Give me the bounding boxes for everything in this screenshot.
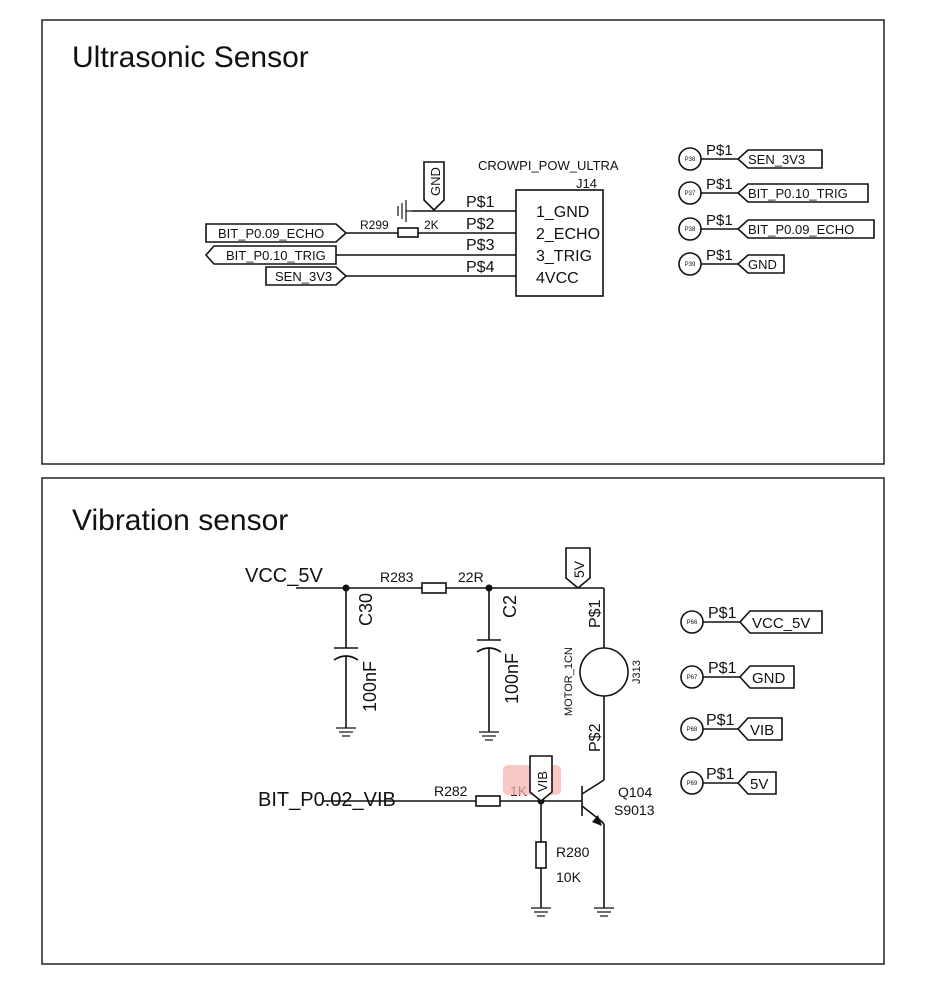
vibration-frame (41, 477, 885, 965)
resistor-r280 (535, 841, 547, 869)
svg-text:BIT_P0.10_TRIG: BIT_P0.10_TRIG (748, 186, 848, 201)
resistor-r282 (475, 795, 501, 807)
svg-text:BIT_P0.09_ECHO: BIT_P0.09_ECHO (748, 222, 854, 237)
pin-label-p4: P$4 (466, 259, 495, 276)
svg-text:VIB: VIB (750, 722, 774, 739)
connector-j14-body (515, 189, 604, 297)
svg-text:P$1: P$1 (706, 176, 733, 193)
svg-text:P$1: P$1 (706, 766, 735, 783)
test-pad-p38: P38 P$1 BIT_P0.09_ECHO (678, 212, 875, 241)
r280-ref: R280 (556, 844, 590, 860)
svg-text:P$1: P$1 (706, 212, 733, 229)
c30-value: 100nF (360, 661, 380, 712)
ultrasonic-title: Ultrasonic Sensor (72, 41, 309, 74)
connector-pin-2: 2_ECHO (536, 226, 600, 243)
test-pad-p68: P68 P$1 VIB (680, 712, 783, 741)
q104-ref: Q104 (618, 784, 652, 800)
svg-text:SEN_3V3: SEN_3V3 (748, 152, 805, 167)
transistor-q104 (581, 779, 614, 917)
ultrasonic-frame (41, 19, 885, 465)
svg-text:P$1: P$1 (706, 712, 735, 729)
svg-text:P39: P39 (685, 262, 696, 268)
test-pad-p67: P67 P$1 GND (680, 660, 795, 689)
r283-ref: R283 (380, 569, 414, 585)
gnd-tag-label: GND (428, 167, 443, 196)
test-pad-p66: P66 P$1 VCC_5V (680, 605, 823, 634)
svg-text:BIT_P0.10_TRIG: BIT_P0.10_TRIG (226, 248, 326, 263)
c2-value: 100nF (502, 653, 522, 704)
svg-text:P$1: P$1 (708, 660, 737, 677)
motor-j313 (579, 647, 629, 697)
svg-text:P66: P66 (687, 620, 698, 626)
c2-ref: C2 (500, 595, 520, 618)
svg-text:VCC_5V: VCC_5V (752, 615, 810, 632)
connector-pin-4: 4VCC (536, 270, 579, 287)
svg-text:GND: GND (748, 257, 777, 272)
motor-ref-label: J313 (631, 660, 643, 684)
connector-ref-label: J14 (576, 176, 597, 191)
pin-label-p2: P$2 (466, 216, 495, 233)
input-net-label: BIT_P0.02_VIB (258, 789, 396, 811)
r282-ref: R282 (434, 783, 468, 799)
svg-text:P67: P67 (687, 675, 698, 681)
net-tag-gnd-u: GND (423, 161, 445, 212)
test-pad-p39: P39 P$1 GND (678, 247, 785, 276)
tag-vib-label: VIB (535, 771, 550, 792)
svg-text:P37: P37 (685, 191, 696, 197)
connector-pin-1: 1_GND (536, 204, 589, 221)
svg-text:P$1: P$1 (706, 142, 733, 159)
motor-name-label: MOTOR_1CN (563, 647, 575, 716)
motor-pin2-label: P$2 (587, 723, 604, 752)
pin-label-p1: P$1 (466, 194, 495, 211)
tag-5v-label: 5V (571, 560, 587, 578)
pin-label-p3: P$3 (466, 237, 495, 254)
net-flag-trig: BIT_P0.10_TRIG (204, 245, 337, 265)
svg-text:P68: P68 (687, 727, 698, 733)
resistor-r283 (421, 582, 447, 594)
test-pad-p37: P37 P$1 BIT_P0.10_TRIG (678, 176, 869, 205)
test-pad-p36: P36 P$1 SEN_3V3 (678, 142, 823, 171)
net-tag-vib: VIB (529, 755, 553, 803)
svg-text:P69: P69 (687, 781, 698, 787)
net-tag-5v: 5V (565, 547, 591, 590)
vibration-section: Vibration sensor VCC_5V R283 22R C30 100… (41, 477, 885, 965)
ground-symbol-u1 (397, 200, 412, 222)
svg-text:GND: GND (752, 670, 786, 687)
connector-name-label: CROWPI_POW_ULTRA (478, 158, 619, 173)
motor-pin1-label: P$1 (587, 599, 604, 628)
r280-value: 10K (556, 869, 582, 885)
svg-text:5V: 5V (750, 776, 768, 793)
test-pad-p69: P69 P$1 5V (680, 766, 777, 795)
capacitor-c2 (476, 588, 502, 741)
svg-text:BIT_P0.09_ECHO: BIT_P0.09_ECHO (218, 226, 324, 241)
svg-text:SEN_3V3: SEN_3V3 (275, 269, 332, 284)
resistor-r299 (397, 227, 419, 238)
ultrasonic-section: Ultrasonic Sensor CROWPI_POW_ULTRA J14 1… (41, 19, 885, 465)
net-flag-echo: BIT_P0.09_ECHO (205, 223, 348, 243)
capacitor-c30 (333, 588, 359, 737)
connector-j14: CROWPI_POW_ULTRA J14 1_GND 2_ECHO 3_TRIG… (478, 158, 619, 297)
r299-value: 2K (424, 218, 439, 232)
vibration-title: Vibration sensor (72, 504, 288, 537)
c30-ref: C30 (356, 593, 376, 626)
net-flag-sen: SEN_3V3 (265, 266, 348, 286)
svg-text:P36: P36 (685, 157, 696, 163)
r299-ref: R299 (360, 218, 389, 232)
svg-text:P$1: P$1 (706, 247, 733, 264)
connector-pin-3: 3_TRIG (536, 248, 592, 265)
svg-text:P$1: P$1 (708, 605, 737, 622)
r283-value: 22R (458, 569, 484, 585)
q104-part: S9013 (614, 802, 655, 818)
svg-text:P38: P38 (685, 227, 696, 233)
vcc-label: VCC_5V (245, 565, 323, 587)
